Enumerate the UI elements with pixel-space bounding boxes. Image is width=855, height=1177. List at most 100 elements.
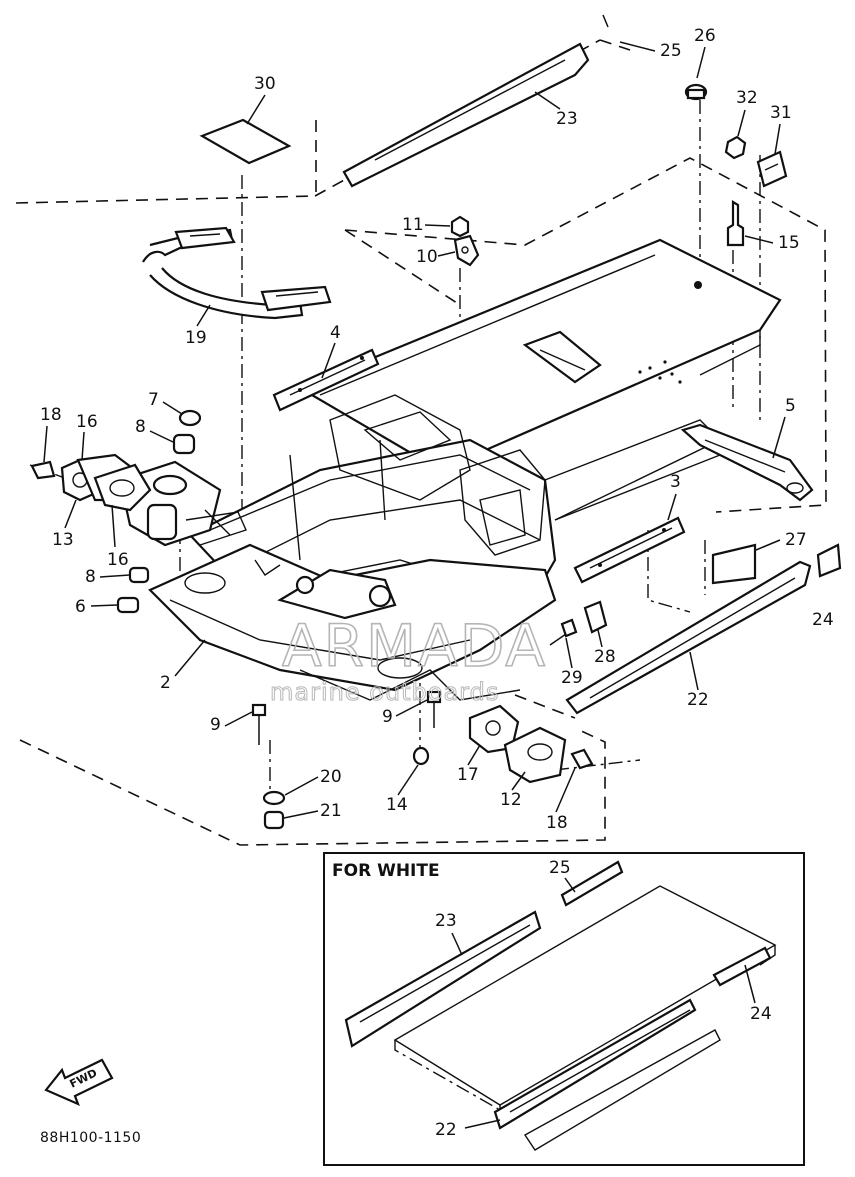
watermark-name: ARMADA	[282, 612, 547, 680]
inset-part-24-decal	[712, 946, 772, 987]
svg-text:4: 4	[330, 323, 341, 343]
part-9-bolt-right	[426, 690, 442, 728]
callout-9-left: 9	[210, 711, 253, 735]
callout-9-right: 9	[382, 699, 428, 727]
part-21-cap	[263, 810, 285, 830]
svg-text:27: 27	[785, 530, 807, 550]
callout-16-upper: 16	[76, 412, 98, 461]
part-28-clip	[583, 600, 608, 634]
part-16-housing-b	[93, 463, 152, 512]
svg-text:25: 25	[660, 41, 682, 61]
svg-text:17: 17	[457, 765, 479, 785]
callout-18-upper: 18	[40, 405, 62, 463]
part-18-screw-upper	[30, 460, 56, 480]
callout-30: 30	[246, 74, 276, 125]
callout-3: 3	[667, 472, 681, 521]
svg-text:8: 8	[85, 567, 96, 587]
inset-part-22-strip	[493, 998, 721, 1151]
part-19-handlebar	[142, 226, 332, 320]
part-10-bracket	[453, 234, 480, 267]
inset-part-25-strip	[560, 860, 624, 907]
svg-text:21: 21	[320, 801, 342, 821]
callout-32: 32	[736, 88, 758, 137]
callout-10: 10	[416, 247, 456, 267]
part-18-screw-lower	[570, 748, 594, 770]
callout-25: 25	[602, 14, 682, 61]
callout-29: 29	[561, 637, 583, 688]
svg-text:28: 28	[594, 647, 616, 667]
svg-text:20: 20	[320, 767, 342, 787]
svg-text:15: 15	[778, 233, 800, 253]
part-24-decal	[816, 543, 842, 578]
callout-2: 2	[160, 639, 206, 693]
svg-text:11: 11	[402, 215, 424, 235]
svg-text:7: 7	[148, 390, 159, 410]
svg-text:6: 6	[75, 597, 86, 617]
svg-text:18: 18	[40, 405, 62, 425]
svg-text:9: 9	[210, 715, 221, 735]
inset-part-23-strip	[344, 910, 542, 1048]
callout-8-lower: 8	[85, 567, 130, 587]
svg-text:19: 19	[185, 328, 207, 348]
part-30-plate	[199, 118, 292, 165]
svg-text:13: 13	[52, 530, 74, 550]
part-8-bush-lower	[128, 566, 150, 584]
callout-26: 26	[694, 26, 716, 79]
part-7-bush	[178, 409, 202, 427]
callout-14: 14	[386, 764, 419, 815]
part-31-lamp	[756, 150, 788, 188]
callout-12: 12	[500, 771, 526, 810]
chassis-frame	[148, 394, 722, 701]
part-32-nut	[724, 135, 747, 160]
part-27-decal	[711, 543, 757, 585]
svg-text:30: 30	[254, 74, 276, 94]
part-3-rail	[573, 516, 686, 584]
svg-text:24: 24	[750, 1004, 772, 1024]
part-9-bolt-left	[251, 703, 267, 745]
callout-11: 11	[402, 215, 451, 235]
svg-text:22: 22	[687, 690, 709, 710]
part-23-side-strip	[342, 42, 590, 188]
part-26-cap	[684, 83, 708, 101]
callout-5: 5	[772, 396, 796, 459]
part-6-bush	[116, 596, 140, 614]
callout-16-lower: 16	[107, 504, 129, 570]
svg-text:31: 31	[770, 103, 792, 123]
callout-4: 4	[321, 323, 341, 379]
callout-19: 19	[185, 304, 211, 348]
part-8-bush-upper	[172, 433, 196, 455]
fwd-arrow-icon: FWD	[44, 1058, 114, 1107]
svg-text:32: 32	[736, 88, 758, 108]
svg-text:26: 26	[694, 26, 716, 46]
part-5-bracket	[680, 423, 814, 502]
part-22-side-strip	[565, 560, 812, 715]
svg-text:29: 29	[561, 668, 583, 688]
svg-text:23: 23	[556, 109, 578, 129]
part-29-screw	[549, 618, 578, 646]
callout-22: 22	[687, 651, 709, 710]
callout-7: 7	[148, 390, 183, 415]
svg-text:22: 22	[435, 1120, 457, 1140]
callout-24: 24	[812, 610, 834, 630]
callout-17: 17	[457, 744, 481, 785]
svg-text:9: 9	[382, 707, 393, 727]
callout-13: 13	[52, 499, 77, 550]
svg-text:24: 24	[812, 610, 834, 630]
svg-text:16: 16	[76, 412, 98, 432]
svg-text:10: 10	[416, 247, 438, 267]
callout-8-upper: 8	[135, 417, 174, 443]
svg-text:14: 14	[386, 795, 408, 815]
svg-text:12: 12	[500, 790, 522, 810]
svg-text:2: 2	[160, 673, 171, 693]
callout-31: 31	[770, 103, 792, 155]
svg-text:8: 8	[135, 417, 146, 437]
svg-text:18: 18	[546, 813, 568, 833]
callout-21: 21	[283, 801, 342, 821]
callout-15: 15	[744, 233, 800, 253]
svg-text:23: 23	[435, 911, 457, 931]
svg-text:5: 5	[785, 396, 796, 416]
callout-27: 27	[755, 530, 807, 551]
callout-6: 6	[75, 597, 118, 617]
inset-title: FOR WHITE	[332, 861, 440, 881]
